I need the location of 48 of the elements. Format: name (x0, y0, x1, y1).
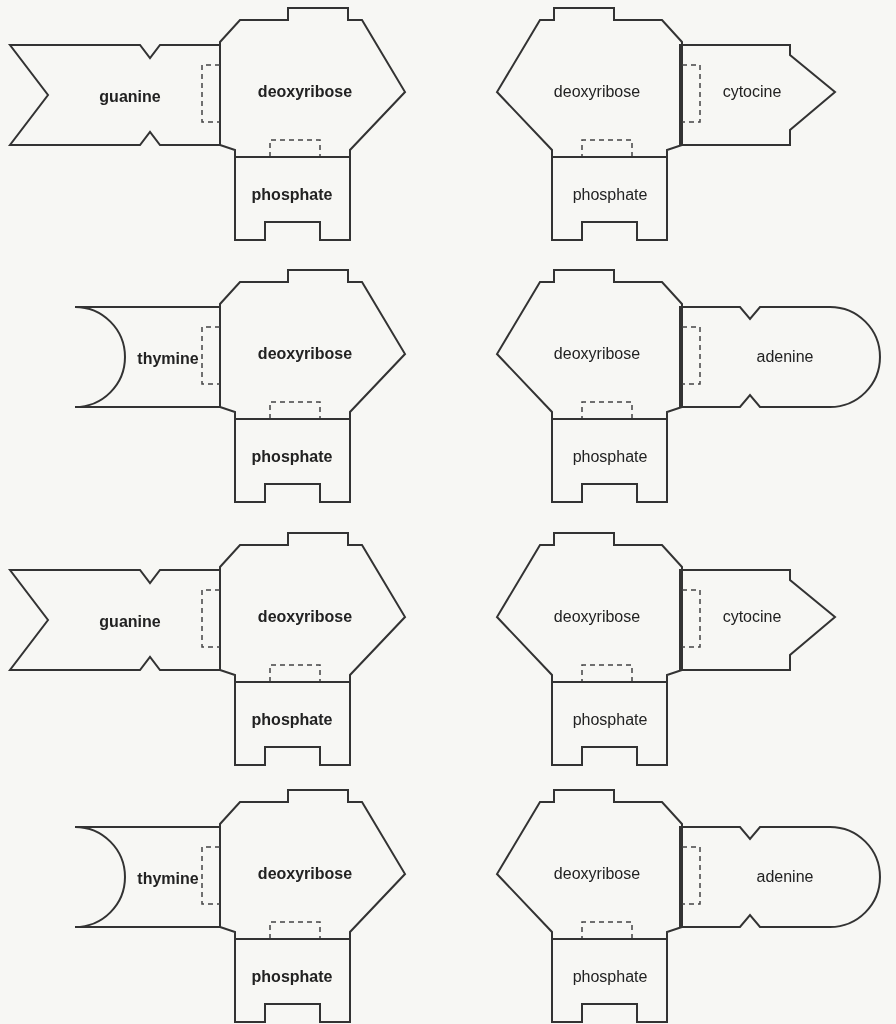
piece-label: adenine (756, 348, 814, 366)
piece-label: cytocine (722, 608, 782, 626)
piece-label: deoxyribose (257, 865, 353, 883)
phosphate-cutout (552, 157, 667, 240)
phosphate-cutout (552, 939, 667, 1022)
phosphate-cutout (552, 419, 667, 502)
sugar-cutout (202, 8, 405, 157)
piece-label: deoxyribose (257, 345, 353, 363)
sugar-cutout (202, 790, 405, 939)
piece-label: deoxyribose (553, 865, 641, 883)
piece-label: phosphate (572, 711, 648, 729)
sugar-cutout (497, 533, 700, 682)
phosphate-cutout (235, 939, 350, 1022)
sugar-cutout (497, 790, 700, 939)
piece-label: phosphate (251, 968, 333, 986)
piece-label: deoxyribose (553, 608, 641, 626)
phosphate-cutout (235, 682, 350, 765)
piece-label: deoxyribose (257, 83, 353, 101)
piece-label: phosphate (572, 448, 648, 466)
phosphate-cutout (552, 682, 667, 765)
piece-label: deoxyribose (553, 345, 641, 363)
piece-label: phosphate (251, 711, 333, 729)
base-cutout (680, 570, 835, 670)
piece-label: guanine (99, 613, 161, 631)
base-cutout (10, 570, 220, 670)
sugar-cutout (497, 8, 700, 157)
sugar-cutout (497, 270, 700, 419)
base-cutout (680, 307, 880, 407)
sugar-cutout (202, 533, 405, 682)
piece-label: phosphate (572, 968, 648, 986)
base-cutout (75, 827, 220, 927)
piece-label: deoxyribose (257, 608, 353, 626)
piece-label: cytocine (722, 83, 782, 101)
sugar-cutout (202, 270, 405, 419)
piece-label: thymine (137, 870, 199, 888)
piece-label: thymine (137, 350, 199, 368)
piece-label: phosphate (251, 186, 333, 204)
piece-label: adenine (756, 868, 814, 886)
piece-label: deoxyribose (553, 83, 641, 101)
piece-label: phosphate (251, 448, 333, 466)
piece-label: guanine (99, 88, 161, 106)
phosphate-cutout (235, 419, 350, 502)
base-cutout (75, 307, 220, 407)
phosphate-cutout (235, 157, 350, 240)
piece-label: phosphate (572, 186, 648, 204)
base-cutout (680, 827, 880, 927)
base-cutout (680, 45, 835, 145)
base-cutout (10, 45, 220, 145)
